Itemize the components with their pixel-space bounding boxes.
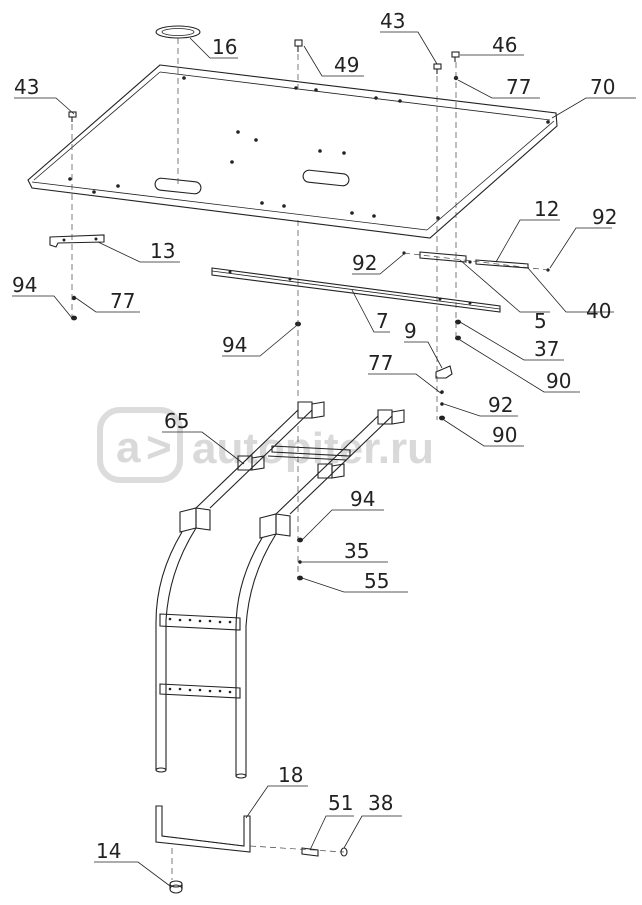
callout-9: 9 [404,319,417,343]
nut-14 [169,880,183,894]
bolt-46 [451,51,460,62]
callout-77-left: 77 [110,289,135,313]
assembly-lines [71,38,549,880]
bracket-18 [155,805,251,853]
floor-panel [27,64,558,239]
nut-94-left [71,315,77,321]
washer-77-left [71,295,77,301]
callout-13: 13 [150,239,175,263]
watermark-logo: a > [97,407,183,483]
callout-7: 7 [376,309,389,333]
callout-18: 18 [278,763,303,787]
washer-35 [298,560,302,564]
nut-55 [297,575,303,581]
pin-51 [301,847,319,857]
callout-65: 65 [164,409,189,433]
callout-16: 16 [212,35,237,59]
grommet-16 [155,25,201,39]
callout-37: 37 [534,337,559,361]
nut-90-top [455,335,461,341]
callout-40: 40 [586,299,611,323]
callout-92-right: 92 [592,205,617,229]
callout-90-right: 90 [546,369,571,393]
ladder-frame-65 [155,401,405,779]
callout-94-left: 94 [12,273,37,297]
callout-46: 46 [492,33,517,57]
callout-94-mid: 94 [222,333,247,357]
callout-49: 49 [334,53,359,77]
nut-94-lower [297,537,303,543]
bolt-43-left [68,111,77,122]
callout-43-left: 43 [14,75,39,99]
washer-77-lower [440,402,444,406]
bolt-49 [294,39,303,52]
callout-35: 35 [344,539,369,563]
washer-92-mid [468,260,472,264]
callout-14: 14 [96,839,121,863]
callout-92-left: 92 [352,251,377,275]
callout-51: 51 [328,791,353,815]
plate-5 [419,251,467,263]
callout-70: 70 [590,75,615,99]
plate-12 [475,259,529,269]
bracket-13 [49,234,105,248]
svg-text:>: > [146,423,172,472]
callout-55: 55 [364,569,389,593]
callout-5: 5 [534,309,547,333]
svg-text:a: a [116,423,141,472]
leader-lines [12,31,636,887]
callout-90-lower: 90 [492,423,517,447]
callout-92-lower: 92 [488,393,513,417]
callout-77-top: 77 [506,75,531,99]
callout-43-right: 43 [380,9,405,33]
bracket-9 [435,365,453,379]
nut-90-lower [439,415,445,421]
nut-37 [455,319,461,325]
callout-77-mid: 77 [368,351,393,375]
bolt-43-right [433,63,442,74]
callout-labels: 16 49 43 43 46 77 70 13 94 77 12 92 92 5… [12,9,617,863]
callout-94-lower: 94 [350,487,375,511]
callout-12: 12 [534,197,559,221]
strip-7 [211,267,501,313]
callout-38: 38 [368,791,393,815]
